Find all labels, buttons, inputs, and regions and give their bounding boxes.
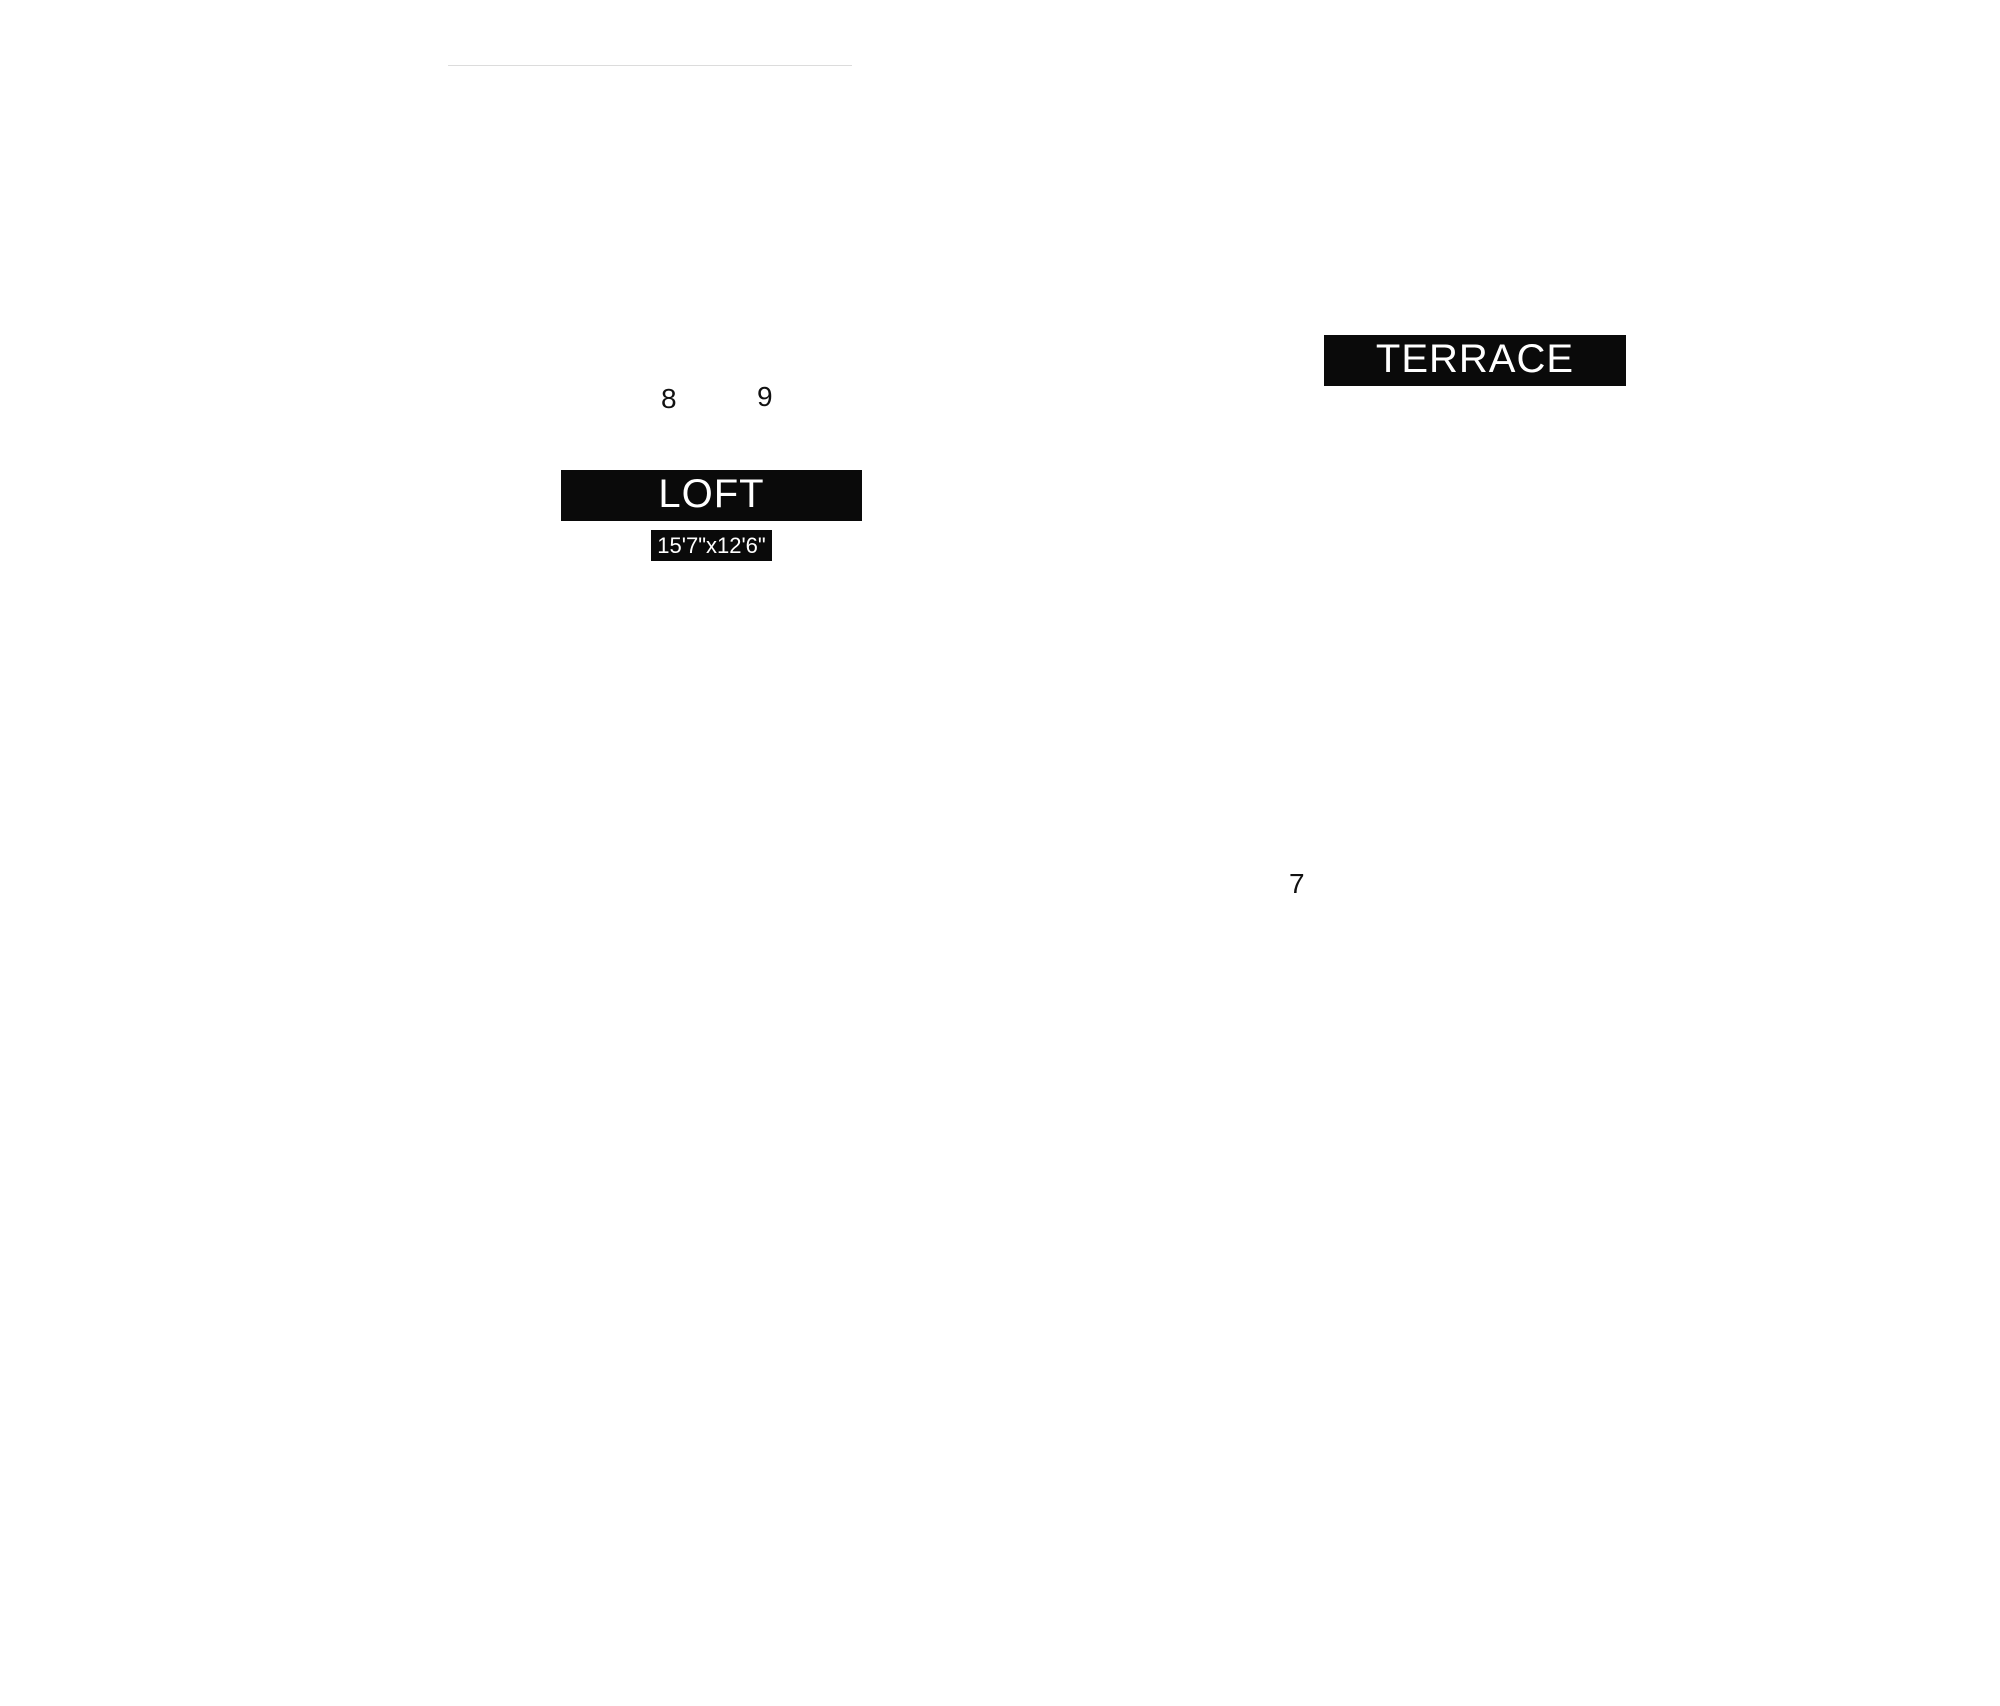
room-dimensions-loft: 15'7"x12'6" — [651, 530, 772, 561]
room-label-terrace: TERRACE — [1324, 335, 1626, 386]
marker-8: 8 — [661, 383, 677, 414]
marker-9: 9 — [757, 381, 773, 412]
divider-line — [448, 65, 852, 66]
room-label-loft: LOFT — [561, 470, 862, 521]
marker-7: 7 — [1289, 868, 1305, 899]
